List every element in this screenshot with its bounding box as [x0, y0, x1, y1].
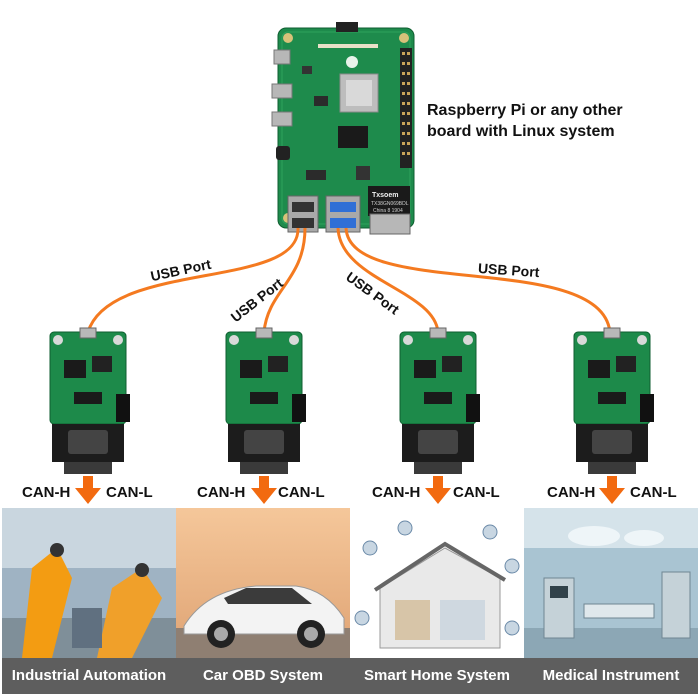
can-module-1 — [49, 327, 130, 474]
can-l-label-1: CAN-L — [106, 484, 153, 501]
panel-car-obd-system: Car OBD System — [176, 508, 350, 694]
usb-cable-2 — [262, 227, 307, 333]
can-l-label-4: CAN-L — [630, 484, 677, 501]
chip-model: TX38GN069BDL — [371, 201, 409, 207]
usb-cables — [86, 227, 612, 333]
can-l-label-3: CAN-L — [453, 484, 500, 501]
caption-industrial-automation: Industrial Automation — [2, 658, 176, 694]
can-module-2 — [225, 327, 306, 474]
can-h-label-3: CAN-H — [372, 484, 421, 501]
usb-cable-1 — [86, 227, 300, 333]
down-arrows — [75, 476, 625, 504]
usb-cable-4 — [344, 227, 612, 333]
chip-brand: Txsoem — [372, 192, 398, 199]
down-arrow-3 — [425, 476, 451, 504]
board-label-line2: board with Linux system — [427, 123, 615, 140]
usb-cable-3 — [336, 227, 440, 333]
board-label-line1: Raspberry Pi or any other — [427, 102, 623, 119]
can-module-3 — [399, 327, 480, 474]
caption-smart-home-system: Smart Home System — [350, 658, 524, 694]
down-arrow-2 — [251, 476, 277, 504]
down-arrow-4 — [599, 476, 625, 504]
can-l-label-2: CAN-L — [278, 484, 325, 501]
panel-medical-instrument: Medical Instrument — [524, 508, 698, 694]
can-module-4 — [573, 327, 654, 474]
chip-origin: China 8 1904 — [373, 208, 403, 214]
industrial-robots-image — [2, 508, 176, 694]
panel-smart-home-system: Smart Home System — [350, 508, 524, 694]
caption-car-obd-system: Car OBD System — [176, 658, 350, 694]
panel-industrial-automation: Industrial Automation — [2, 508, 176, 694]
can-h-label-2: CAN-H — [197, 484, 246, 501]
board-label: Raspberry Pi or any other board with Lin… — [427, 100, 677, 142]
raspberry-pi-board: Txsoem TX38GN069BDL China 8 1904 — [271, 22, 415, 235]
can-h-label-1: CAN-H — [22, 484, 71, 501]
can-h-label-4: CAN-H — [547, 484, 596, 501]
down-arrow-1 — [75, 476, 101, 504]
caption-medical-instrument: Medical Instrument — [524, 658, 698, 694]
can-modules — [49, 327, 654, 474]
